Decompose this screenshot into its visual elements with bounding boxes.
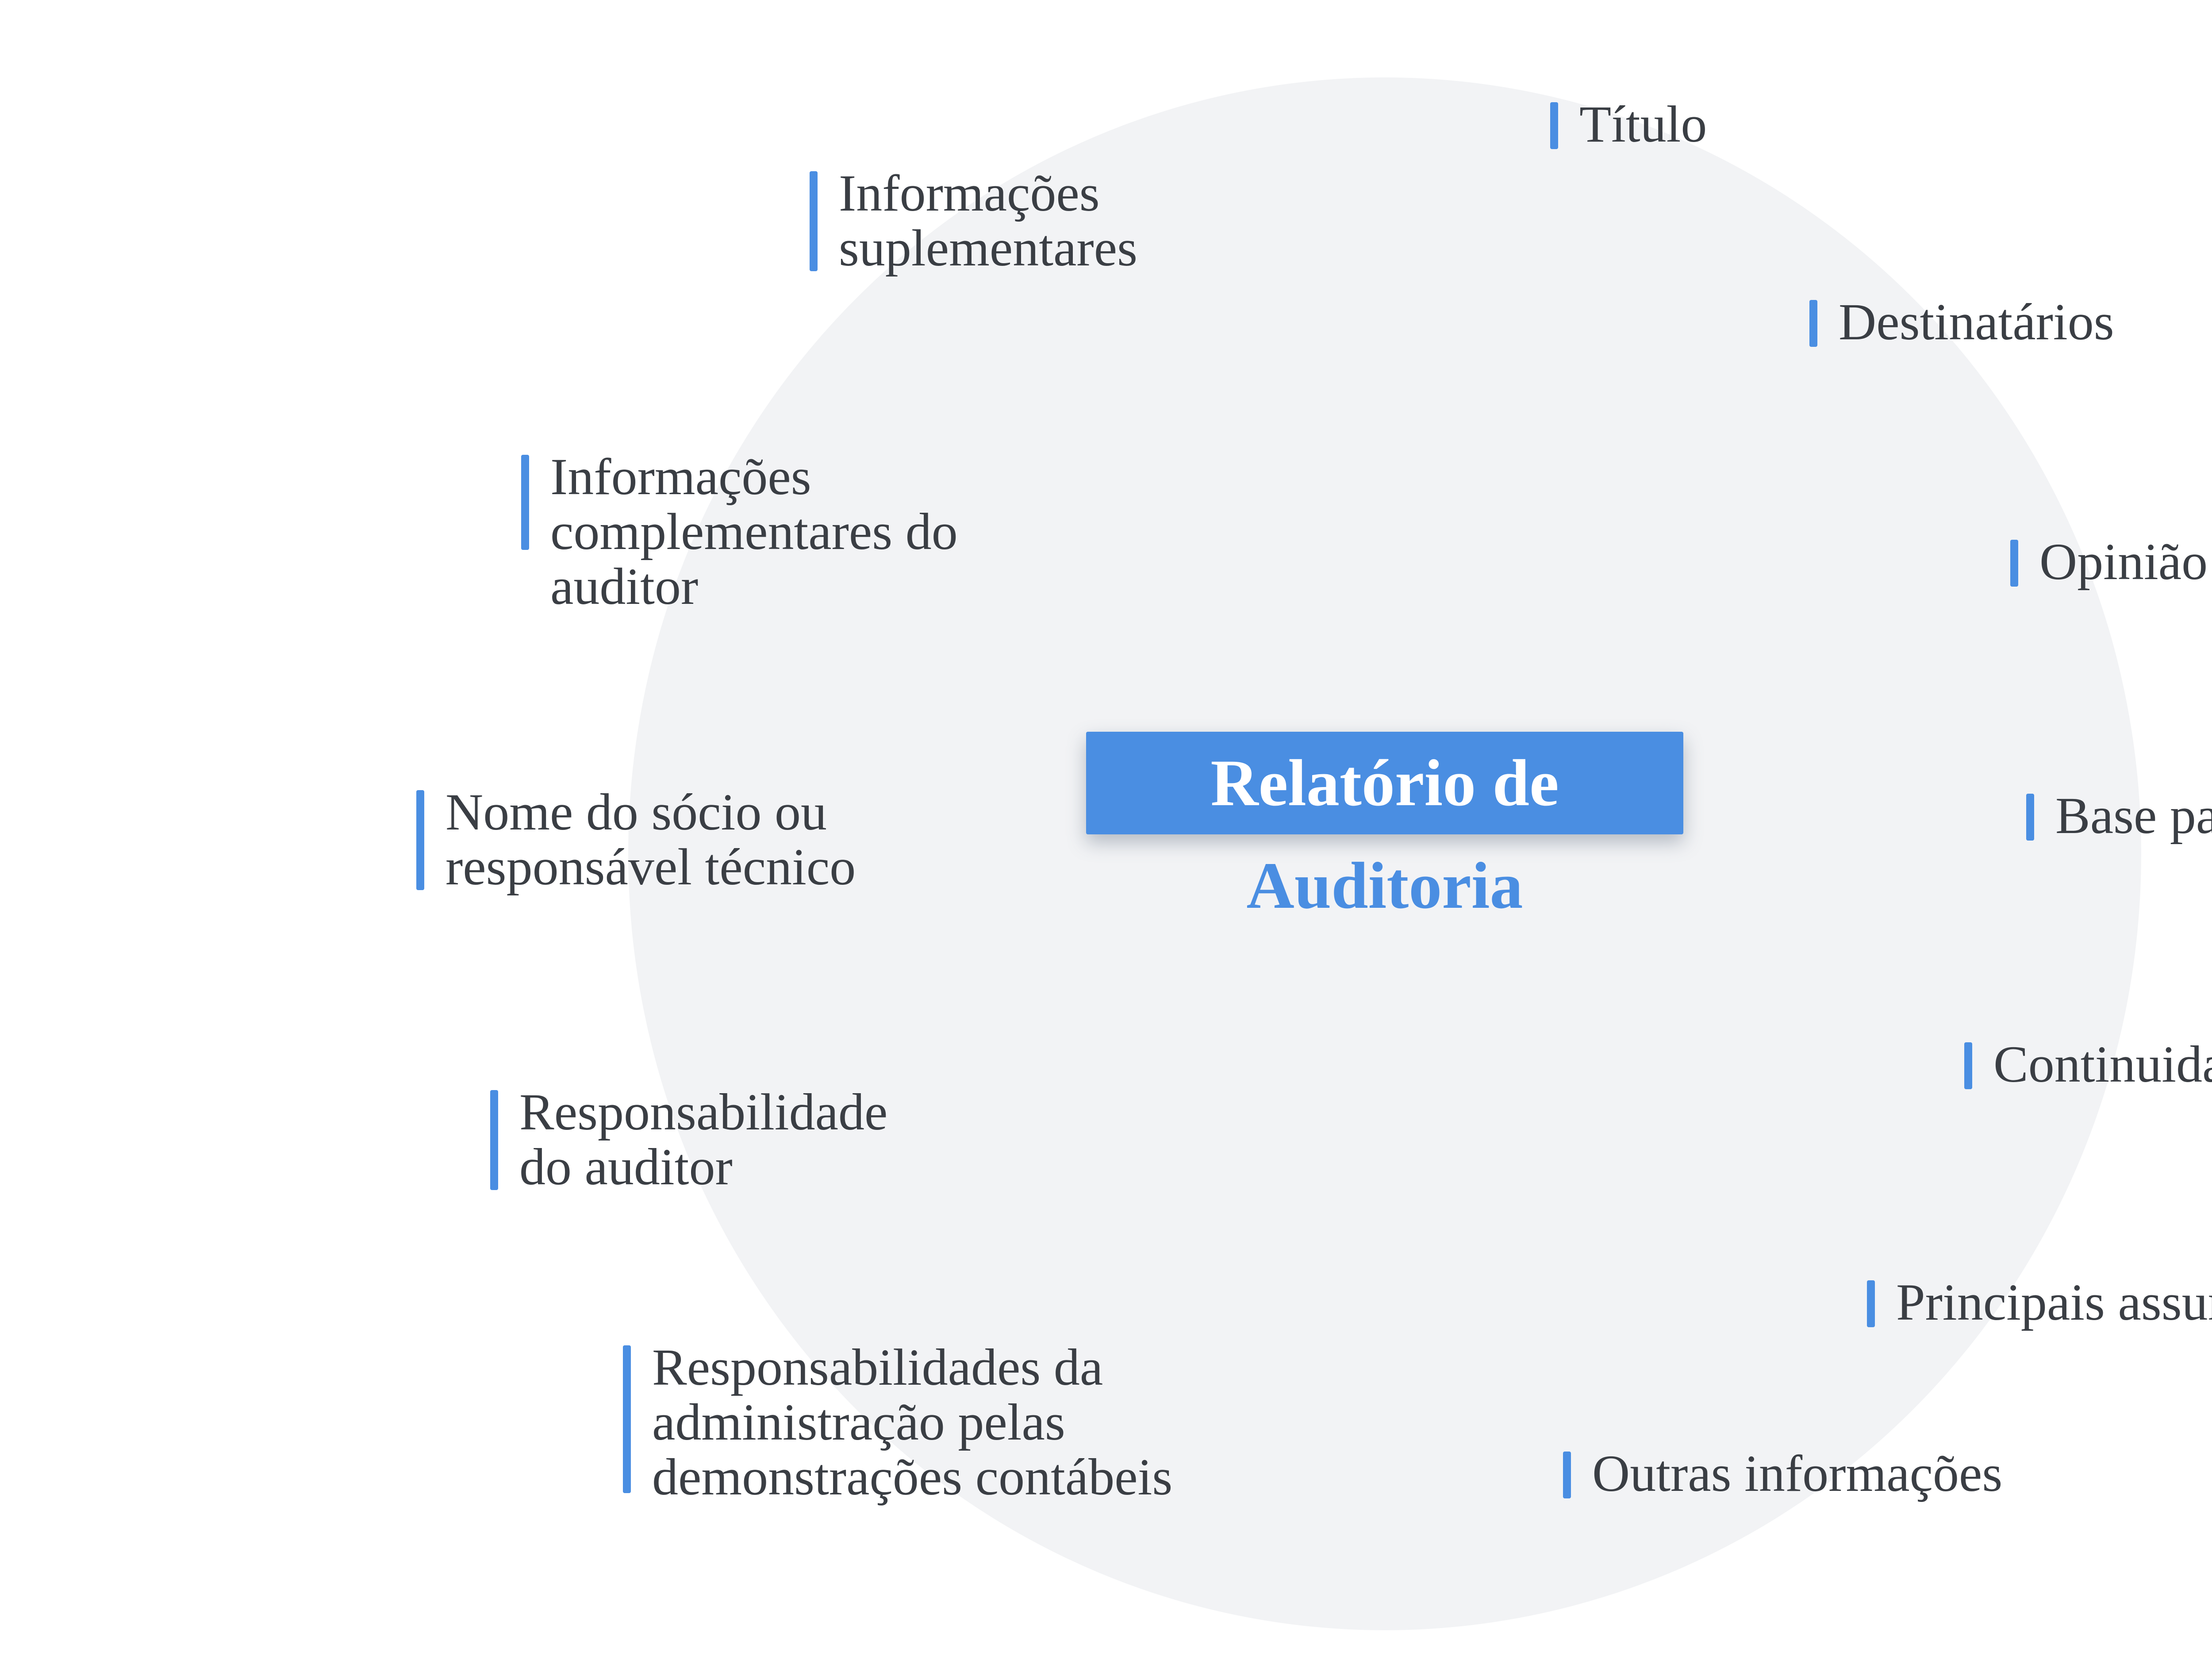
accent-bar <box>810 171 818 271</box>
label-line: Outras informações <box>1592 1444 2003 1502</box>
label-informacoes-suplementares: Informações suplementares <box>810 166 1137 277</box>
label-destinatarios: Destinatários <box>1809 295 2114 349</box>
accent-bar <box>2010 540 2018 587</box>
label-base-para-opiniao: Base para opinião <box>2026 788 2212 843</box>
label-line: Destinatários <box>1839 293 2114 351</box>
accent-bar <box>1867 1280 1875 1327</box>
label-opiniao: Opinião <box>2010 534 2208 589</box>
label-outras-informacoes: Outras informações <box>1563 1446 2002 1501</box>
background-circle <box>628 77 2141 1630</box>
label-responsabilidades-administracao: Responsabilidades da administração pelas… <box>623 1340 1173 1506</box>
label-continuidade-operacional: Continuidade operacional <box>1964 1037 2212 1092</box>
accent-bar <box>490 1090 498 1190</box>
label-line: Responsabilidades da <box>652 1338 1103 1396</box>
accent-bar <box>416 790 424 890</box>
center-subtitle: Auditoria <box>1246 849 1523 922</box>
label-responsabilidade-auditor: Responsabilidade do auditor <box>490 1085 887 1196</box>
accent-bar <box>521 455 529 550</box>
label-principais-assuntos: Principais assuntos <box>1867 1275 2212 1330</box>
label-line: Opinião <box>2039 533 2208 591</box>
label-line: Principais assuntos <box>1896 1273 2212 1331</box>
label-line: demonstrações contábeis <box>652 1448 1173 1506</box>
label-line: Informações <box>839 164 1100 222</box>
accent-bar <box>1550 102 1558 149</box>
label-line: Base para opinião <box>2055 787 2212 845</box>
label-line: auditor <box>550 557 699 615</box>
label-line: administração pelas <box>652 1393 1065 1451</box>
center-title: Relatório de <box>1210 746 1559 820</box>
label-line: do auditor <box>519 1138 733 1196</box>
accent-bar <box>1563 1452 1571 1498</box>
accent-bar <box>1964 1042 1972 1089</box>
label-informacoes-complementares: Informações complementares do auditor <box>521 449 958 615</box>
label-line: Nome do sócio ou <box>445 783 827 841</box>
accent-bar <box>623 1345 631 1493</box>
label-line: suplementares <box>839 219 1137 277</box>
label-line: responsável técnico <box>445 838 856 896</box>
label-titulo: Título <box>1550 97 1707 152</box>
label-line: complementares do <box>550 503 958 561</box>
label-nome-socio: Nome do sócio ou responsável técnico <box>416 785 856 896</box>
label-line: Continuidade operacional <box>1993 1035 2212 1093</box>
label-line: Informações <box>550 448 811 506</box>
label-line: Título <box>1579 95 1707 153</box>
accent-bar <box>1809 300 1817 347</box>
center-box: Relatório de <box>1086 732 1683 834</box>
label-line: Responsabilidade <box>519 1083 888 1141</box>
accent-bar <box>2026 794 2034 841</box>
